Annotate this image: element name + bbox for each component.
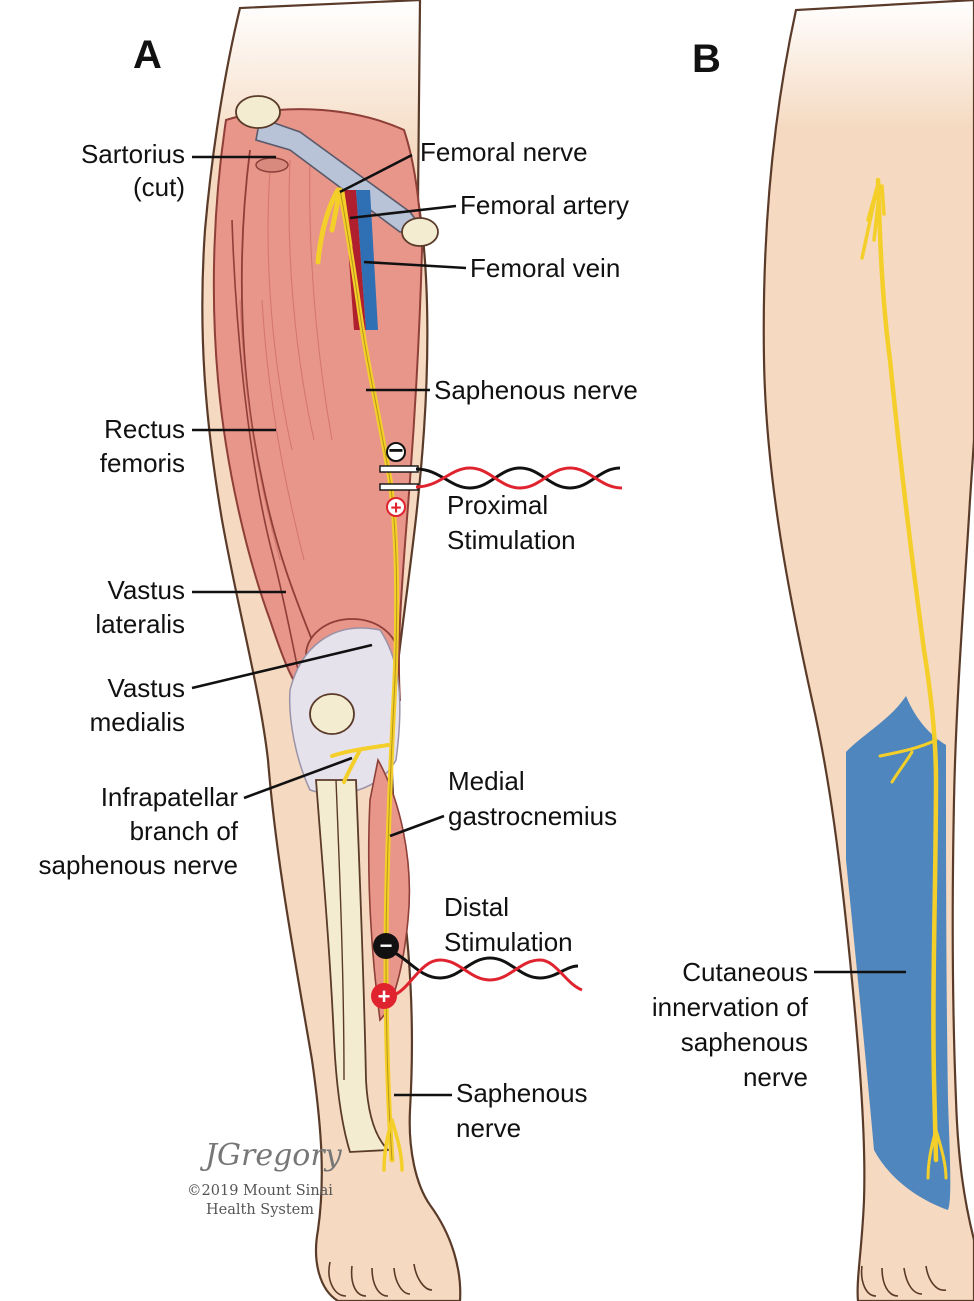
proximal-anode-sign: + (390, 498, 401, 519)
label-saphenous-nerve-top: Saphenous nerve (434, 375, 638, 405)
label-saphenous-bottom-line2: nerve (456, 1113, 521, 1143)
label-sartorius-line2: (cut) (133, 172, 185, 202)
label-vastus-lateralis-line2: lateralis (95, 609, 185, 639)
distal-cathode-sign: − (380, 933, 393, 958)
label-proximal-line1: Proximal (447, 490, 548, 520)
femoral-head-bone (236, 96, 280, 128)
label-femoral-vein: Femoral vein (470, 253, 620, 283)
label-sartorius-line1: Sartorius (81, 139, 185, 169)
distal-anode-sign: + (378, 984, 391, 1009)
proximal-cathode-sign: − (388, 435, 403, 465)
artist-signature: JGregory (199, 1138, 343, 1173)
proximal-lead-black (416, 468, 620, 488)
panel-label-b: B (692, 37, 721, 81)
proximal-anode-bar (380, 484, 418, 490)
label-vastus-lateralis-line1: Vastus (107, 575, 185, 605)
signature: JGregory ©2019 Mount Sinai Health System (187, 1138, 343, 1218)
copyright-line1: ©2019 Mount Sinai (187, 1183, 333, 1199)
label-cutaneous-line1: Cutaneous (682, 957, 808, 987)
label-cutaneous-line4: nerve (743, 1062, 808, 1092)
patella (310, 694, 354, 734)
label-vastus-medialis-line2: medialis (90, 707, 185, 737)
label-infrapatellar-line2: branch of (130, 816, 239, 846)
label-proximal-line2: Stimulation (447, 525, 576, 555)
label-femoral-artery: Femoral artery (460, 190, 629, 220)
label-rectus-line1: Rectus (104, 414, 185, 444)
label-medial-gastrocnemius-line1: Medial (448, 766, 525, 796)
leg-a (202, 0, 460, 1301)
proximal-cathode-bar (380, 466, 418, 472)
copyright-line2: Health System (206, 1202, 314, 1218)
proximal-lead-red (416, 468, 622, 488)
label-distal-line1: Distal (444, 892, 509, 922)
pubic-bone (402, 218, 438, 246)
label-distal-line2: Stimulation (444, 927, 573, 957)
label-infrapatellar-line3: saphenous nerve (39, 850, 238, 880)
label-infrapatellar-line1: Infrapatellar (101, 782, 239, 812)
label-medial-gastrocnemius-line2: gastrocnemius (448, 801, 617, 831)
leg-b (764, 0, 974, 1301)
label-saphenous-bottom-line1: Saphenous (456, 1078, 588, 1108)
panel-label-a: A (133, 33, 162, 77)
label-cutaneous-line2: innervation of (652, 992, 809, 1022)
label-femoral-nerve: Femoral nerve (420, 137, 588, 167)
distal-lead-red (392, 960, 582, 996)
label-cutaneous-line3: saphenous (681, 1027, 808, 1057)
label-rectus-line2: femoris (100, 448, 185, 478)
label-vastus-medialis-line1: Vastus (107, 673, 185, 703)
sartorius-cut-end (256, 158, 288, 172)
